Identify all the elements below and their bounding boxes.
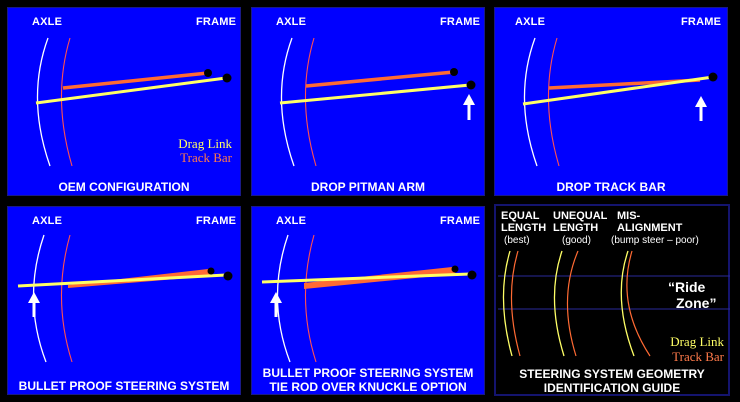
track-bar-line	[62, 71, 209, 90]
frame-label: FRAME	[681, 16, 722, 28]
axle-label: AXLE	[32, 215, 63, 227]
bullet-proof-diagram	[17, 234, 233, 363]
drag-link-pivot	[708, 72, 718, 82]
frame-label: FRAME	[196, 215, 237, 227]
panel-caption-line2: TIE ROD OVER KNUCKLE OPTION	[269, 380, 467, 394]
axle-label: AXLE	[515, 16, 546, 28]
drag-link-line	[522, 75, 714, 106]
misalignment-header-line1: MIS-	[617, 210, 641, 222]
legend-drag-link: Drag Link	[670, 334, 724, 349]
drag-link-line	[261, 272, 471, 284]
up-arrow-icon	[463, 94, 475, 120]
track-bar-pivot	[451, 265, 459, 273]
drag-link-pivot	[223, 271, 233, 281]
panel-caption-line1: BULLET PROOF STEERING SYSTEM	[262, 366, 474, 380]
knuckle-arc	[304, 234, 317, 363]
track-bar-pivot	[450, 68, 458, 76]
knuckle-arc	[547, 37, 560, 167]
equal-drag-link-arc	[502, 250, 513, 357]
track-bar-line	[305, 70, 455, 88]
knuckle-arc	[60, 37, 73, 167]
legend-track-bar: Track Bar	[180, 150, 232, 165]
panel-caption: BULLET PROOF STEERING SYSTEM	[18, 379, 230, 393]
unequal-length-header-line2: LENGTH	[553, 222, 599, 234]
identification-guide-diagram	[498, 250, 730, 357]
misalignment-drag-link-arc	[620, 250, 635, 357]
unequal-length-header-line1: UNEQUAL	[553, 210, 608, 222]
drag-link-line	[17, 273, 227, 288]
frame-label: FRAME	[440, 215, 481, 227]
axle-label: AXLE	[276, 215, 307, 227]
up-arrow-icon	[270, 292, 282, 317]
legend-drag-link: Drag Link	[178, 136, 232, 151]
knuckle-arc	[60, 234, 73, 363]
knuckle-arc	[304, 37, 317, 167]
unequal-drag-link-arc	[553, 250, 565, 357]
frame-label: FRAME	[196, 16, 237, 28]
unequal-length-note: (good)	[562, 235, 591, 246]
equal-length-header-line1: EQUAL	[501, 210, 540, 222]
axle-label: AXLE	[32, 16, 63, 28]
axle-arc	[280, 37, 295, 167]
axle-arc	[523, 37, 538, 167]
ride-zone-label-line1: “Ride	[668, 279, 706, 295]
panel-drop-track-bar: AXLE FRAME DROP TRACK BAR	[494, 7, 728, 196]
oem-diagram	[35, 37, 232, 167]
guide-caption-line1: STEERING SYSTEM GEOMETRY	[519, 367, 705, 381]
equal-length-note: (best)	[504, 235, 530, 246]
drag-link-pivot	[466, 80, 476, 90]
frame-label: FRAME	[440, 16, 481, 28]
equal-length-header-line2: LENGTH	[501, 222, 547, 234]
panel-bullet-proof-steering: AXLE FRAME BULLET PROOF STEERING SYSTEM	[7, 206, 241, 395]
up-arrow-icon	[28, 292, 40, 317]
axle-label: AXLE	[276, 16, 307, 28]
guide-caption-line2: IDENTIFICATION GUIDE	[543, 381, 681, 395]
up-arrow-icon	[695, 96, 707, 121]
equal-track-bar-arc	[510, 250, 521, 357]
drag-link-pivot	[222, 73, 232, 83]
axle-arc	[36, 37, 51, 167]
panel-tie-rod-over-knuckle: AXLE FRAME BULLET PROOF STEERING SYSTEM …	[251, 206, 485, 395]
tie-rod-over-knuckle-diagram	[261, 234, 477, 363]
drag-link-line	[279, 83, 471, 105]
drag-link-line	[35, 76, 227, 105]
track-bar-pivot	[204, 69, 212, 77]
drop-track-bar-diagram	[522, 37, 718, 167]
panel-caption: DROP TRACK BAR	[556, 180, 666, 194]
panel-caption: OEM CONFIGURATION	[58, 180, 190, 194]
panel-drop-pitman-arm: AXLE FRAME DROP PITMAN ARM	[251, 7, 485, 196]
misalignment-header-line2: ALIGNMENT	[617, 222, 683, 234]
unequal-track-bar-arc	[566, 250, 579, 357]
legend-track-bar: Track Bar	[672, 349, 724, 364]
panel-caption: DROP PITMAN ARM	[311, 180, 425, 194]
panel-oem-configuration: AXLE FRAME Drag Link Track Bar OEM CONFI…	[7, 7, 241, 196]
misalignment-note: (bump steer – poor)	[611, 235, 699, 246]
drag-link-pivot	[467, 270, 477, 280]
misalignment-track-bar-arc	[626, 250, 651, 357]
drop-pitman-diagram	[279, 37, 476, 167]
track-bar-pivot	[207, 267, 215, 275]
ride-zone-label-line2: Zone”	[676, 295, 717, 311]
panel-identification-guide: EQUAL LENGTH (best) UNEQUAL LENGTH (good…	[494, 204, 730, 396]
